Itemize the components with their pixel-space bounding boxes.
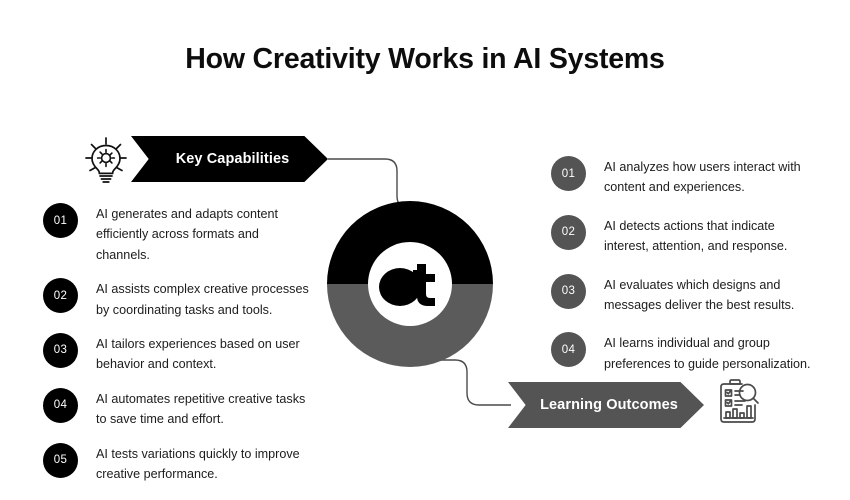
list-item[interactable]: 01 AI analyzes how users interact with c… <box>551 156 819 198</box>
list-item[interactable]: 02 AI detects actions that indicate inte… <box>551 214 819 257</box>
item-badge: 01 <box>551 156 586 191</box>
center-emblem <box>327 201 493 367</box>
list-item[interactable]: 05 AI tests variations quickly to improv… <box>43 442 311 485</box>
item-badge: 05 <box>43 442 78 478</box>
banner-key-capabilities-label: Key Capabilities <box>175 151 290 167</box>
item-text: AI tailors experiences based on user beh… <box>96 336 300 372</box>
item-text: AI learns individual and group preferenc… <box>604 336 811 371</box>
item-text: AI automates repetitive creative tasks t… <box>96 391 306 427</box>
emblem-at-glyph <box>368 242 452 326</box>
list-item[interactable]: 03 AI tailors experiences based on user … <box>43 332 311 375</box>
item-badge: 04 <box>551 332 586 368</box>
list-item[interactable]: 04 AI automates repetitive creative task… <box>43 387 311 430</box>
banner-learning-outcomes-label: Learning Outcomes <box>540 397 678 413</box>
lightbulb-gear-icon <box>80 133 132 192</box>
item-text: AI evaluates which designs and messages … <box>604 277 795 312</box>
list-item[interactable]: 04 AI learns individual and group prefer… <box>551 332 819 374</box>
left-capability-list: 01 AI generates and adapts content effic… <box>43 203 311 497</box>
item-text: AI generates and adapts content efficien… <box>96 207 279 262</box>
item-text: AI assists complex creative processes by… <box>96 282 309 317</box>
banner-learning-outcomes[interactable]: Learning Outcomes <box>508 382 704 428</box>
item-text: AI detects actions that indicate interes… <box>604 218 788 254</box>
right-outcome-list: 01 AI analyzes how users interact with c… <box>551 156 819 391</box>
item-text: AI tests variations quickly to improve c… <box>96 446 300 481</box>
item-text: AI analyzes how users interact with cont… <box>604 160 801 195</box>
banner-key-capabilities[interactable]: Key Capabilities <box>131 136 328 182</box>
item-badge: 02 <box>551 214 586 250</box>
item-badge: 01 <box>43 203 78 238</box>
clipboard-analysis-icon <box>712 377 760 432</box>
item-badge: 03 <box>551 273 586 309</box>
item-badge: 04 <box>43 387 78 423</box>
item-badge: 02 <box>43 278 78 314</box>
item-badge: 03 <box>43 332 78 368</box>
page-title: How Creativity Works in AI Systems <box>185 43 665 75</box>
list-item[interactable]: 03 AI evaluates which designs and messag… <box>551 273 819 316</box>
list-item[interactable]: 01 AI generates and adapts content effic… <box>43 203 311 265</box>
list-item[interactable]: 02 AI assists complex creative processes… <box>43 278 311 320</box>
